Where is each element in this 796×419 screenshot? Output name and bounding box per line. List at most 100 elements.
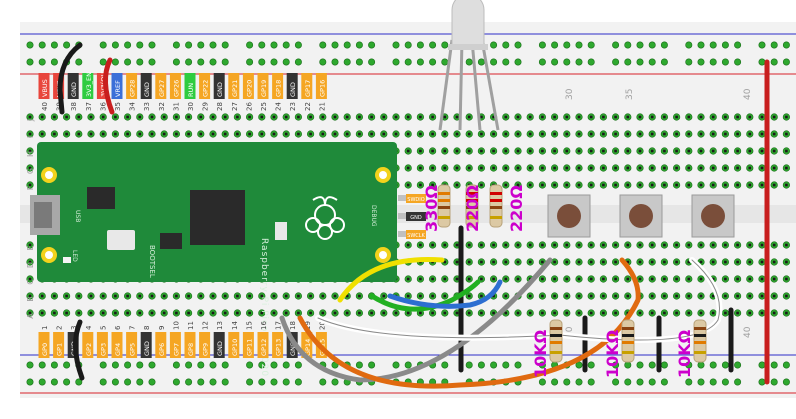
pin-number: 25 [260,102,268,111]
rail-hole [185,58,193,66]
bootsel-label: BOOTSEL [148,245,156,278]
pin-number: 20 [318,321,326,330]
pin-label: GP5 [129,343,137,356]
rail-hole [99,58,107,66]
rail-hole [99,361,107,369]
rail-hole [197,361,205,369]
rail-hole [465,58,473,66]
pin-label-bg [53,332,65,358]
rail-hole [660,58,668,66]
wire-green [369,279,481,312]
pin-number: 16 [260,321,268,330]
rail-hole [270,58,278,66]
pin-label-bg [169,332,181,358]
rail-hole [734,378,742,386]
rail-hole [331,41,339,49]
pin-label-bg [242,332,254,358]
pin-label-bg [286,332,298,358]
rail-hole [270,41,278,49]
rail-hole [587,41,595,49]
pin-label: GP2 [85,343,93,356]
rail-hole [172,361,180,369]
pin-number: 8 [143,326,151,330]
debug-label: DEBUG [370,205,377,227]
rail-hole [709,58,717,66]
bottom-resistors: 10KΩ 10KΩ 10KΩ [531,319,707,378]
row-letter: D [26,262,35,268]
pin-label-bg [82,73,94,99]
pin-label: GP28 [129,80,137,97]
pin-number: 10 [172,321,180,330]
rail-hole [38,58,46,66]
rail-hole [429,41,437,49]
rail-hole [368,41,376,49]
rail-hole [282,378,290,386]
pin-label-bg [272,73,284,99]
rail-hole [63,41,71,49]
rail-hole [514,58,522,66]
rail-hole [465,361,473,369]
bootsel-button [107,230,135,250]
rail-hole [477,58,485,66]
rail-hole [38,41,46,49]
pin-number: 6 [114,325,122,330]
rgb-led [438,0,500,131]
row-letter: E [26,245,35,250]
rail-hole [26,378,34,386]
pin-label-bg [257,332,269,358]
pin-number: 12 [202,321,210,330]
pin-number: 1 [41,326,49,330]
column-number: 35 [625,89,635,100]
rail-hole [758,58,766,66]
rail-hole [392,361,400,369]
pin-number: 15 [245,321,253,330]
rail-hole [75,378,83,386]
rail-hole [660,41,668,49]
rail-hole [258,58,266,66]
pin-label: GND [289,341,297,356]
rail-hole [575,58,583,66]
pin-label-bg [184,73,196,99]
pin-label: GP4 [114,343,122,356]
rail-hole [172,378,180,386]
rail-hole [99,378,107,386]
rail-hole [294,41,302,49]
pin-label: GP0 [41,343,49,356]
pin-label: GP18 [275,80,283,97]
rail-hole [392,41,400,49]
pin-label: GP26 [172,80,180,97]
rail-hole [734,361,742,369]
pin-number: 11 [187,321,195,330]
pin-label: VREF [114,80,122,97]
rail-hole [50,58,58,66]
rail-hole [636,361,644,369]
pin-label: GP13 [275,339,283,356]
row-letter: A [26,313,35,319]
pin-label-bg [140,332,152,358]
rail-hole [50,378,58,386]
rail-hole [26,361,34,369]
pin-number: 18 [289,321,297,330]
pin-label-bg [140,73,152,99]
rail-hole [685,58,693,66]
row-letter: G [26,168,35,174]
pin-number: 29 [202,102,210,111]
row-letter: H [26,151,35,157]
rail-hole [514,361,522,369]
pin-label-bg [242,73,254,99]
rail-hole [197,378,205,386]
rail-hole [758,361,766,369]
rail-hole [368,58,376,66]
rail-hole [404,361,412,369]
pin-label-bg [228,332,240,358]
rail-hole [258,378,266,386]
rail-hole [343,41,351,49]
pin-number: 34 [129,102,137,111]
rail-hole [416,41,424,49]
rail-hole [343,58,351,66]
rail-hole [685,361,693,369]
rp2040-chip [190,190,245,245]
rail-hole [392,58,400,66]
pin-label-bg [38,332,50,358]
